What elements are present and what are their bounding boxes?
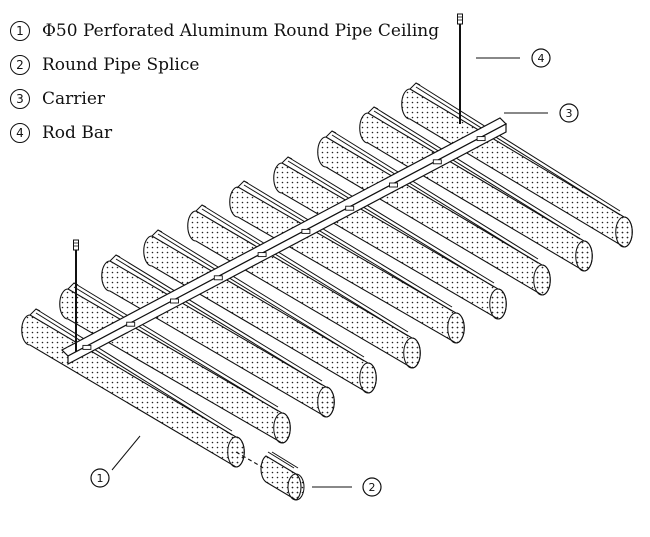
rod-group — [73, 13, 463, 352]
legend-item-pipe-ceiling: 1 Φ50 Perforated Aluminum Round Pipe Cei… — [10, 14, 439, 48]
pipe-end-cap — [575, 240, 593, 272]
pipe-end-cap — [447, 312, 465, 344]
pipe-slot-line — [415, 82, 621, 212]
legend-number: 1 — [10, 21, 30, 41]
carrier-clip — [126, 321, 136, 327]
carrier-clip — [170, 298, 179, 304]
carrier-clip — [301, 228, 311, 234]
callout-number: 2 — [369, 481, 376, 494]
pipe-flange — [151, 229, 163, 237]
pipe-slot-line — [73, 286, 279, 412]
pipe-slot-line — [201, 208, 409, 337]
splice-slot-line — [267, 451, 295, 469]
pipe-flange — [29, 308, 41, 316]
pipe-slot-line — [373, 106, 581, 236]
callout-number: 3 — [566, 107, 573, 120]
carrier-clip — [389, 182, 398, 188]
legend-label: Φ50 Perforated Aluminum Round Pipe Ceili… — [42, 21, 440, 41]
pipe-slot-line — [243, 184, 453, 312]
perforated-pipe — [359, 106, 593, 272]
callout-rod: 4 — [476, 48, 551, 68]
pipe-slot-line — [35, 308, 233, 432]
callout-circle — [559, 103, 579, 123]
rod-nut — [457, 13, 463, 25]
carrier-clip — [432, 159, 442, 165]
pipe-slot-line — [331, 130, 539, 260]
callout-pipe: 1 — [90, 435, 141, 488]
callout-carrier: 3 — [504, 103, 579, 123]
carrier-bar — [61, 117, 507, 365]
pipe-end-cap — [489, 288, 507, 320]
pipe-end-cap — [403, 337, 421, 369]
perforated-pipe — [229, 180, 465, 344]
perforated-pipe — [401, 82, 633, 248]
perforated-pipe — [273, 156, 507, 320]
pipe-slot-line — [115, 258, 323, 386]
callout-circle — [362, 477, 382, 497]
pipe-slot-line — [415, 86, 621, 216]
legend-number: 3 — [10, 89, 30, 109]
pipe-group — [21, 82, 633, 468]
pipe-flange — [409, 82, 421, 90]
pipe-slot-line — [243, 180, 453, 308]
callout-number: 4 — [538, 52, 545, 65]
carrier-clip — [257, 252, 267, 258]
perforated-pipe — [317, 130, 551, 296]
pipe-slot-line — [201, 204, 409, 333]
legend: 1 Φ50 Perforated Aluminum Round Pipe Cei… — [10, 14, 439, 150]
splice-dashed-link — [235, 451, 263, 468]
legend-number: 2 — [10, 55, 30, 75]
callout-circle — [90, 468, 110, 488]
pipe-slot-line — [331, 134, 539, 264]
pipe-end-cap — [615, 216, 633, 248]
pipe-end-cap — [359, 362, 377, 394]
pipe-slot-line — [157, 229, 365, 358]
pipe-slot-line — [35, 312, 233, 436]
legend-label: Carrier — [42, 89, 106, 109]
legend-label: Round Pipe Splice — [42, 55, 200, 75]
pipe-slot-line — [287, 156, 495, 284]
pipe-flange — [281, 156, 293, 164]
pipe-flange — [325, 130, 337, 138]
leader-line — [111, 435, 141, 471]
carrier-clip — [213, 275, 223, 281]
round-pipe-splice — [235, 451, 305, 501]
rod-nut — [73, 239, 79, 251]
pipe-slot-line — [287, 160, 495, 288]
callout-group: 1 2 3 4 — [90, 48, 579, 497]
callout-circle — [531, 48, 551, 68]
pipe-flange — [109, 254, 121, 262]
pipe-flange — [195, 204, 207, 212]
pipe-end-cap — [273, 412, 291, 444]
pipe-flange — [367, 106, 379, 114]
perforated-pipe — [187, 204, 421, 369]
callout-splice: 2 — [312, 477, 382, 497]
rod-bar — [73, 239, 79, 352]
rod-bar — [457, 13, 463, 124]
splice-end-cap — [287, 473, 305, 501]
pipe-flange — [237, 180, 249, 188]
legend-number: 4 — [10, 123, 30, 143]
carrier-clip — [345, 205, 355, 211]
legend-item-carrier: 3 Carrier — [10, 82, 439, 116]
callout-number: 1 — [97, 472, 104, 485]
pipe-slot-line — [73, 282, 279, 408]
legend-item-rod-bar: 4 Rod Bar — [10, 116, 439, 150]
carrier-clip — [82, 344, 92, 350]
pipe-slot-line — [157, 233, 365, 362]
legend-item-pipe-splice: 2 Round Pipe Splice — [10, 48, 439, 82]
pipe-end-cap — [533, 264, 551, 296]
splice-slot-line — [271, 451, 299, 469]
pipe-slot-line — [373, 110, 581, 240]
pipe-slot-line — [115, 254, 323, 382]
carrier-clip — [476, 136, 486, 142]
legend-label: Rod Bar — [42, 123, 113, 143]
pipe-end-cap — [317, 386, 335, 418]
